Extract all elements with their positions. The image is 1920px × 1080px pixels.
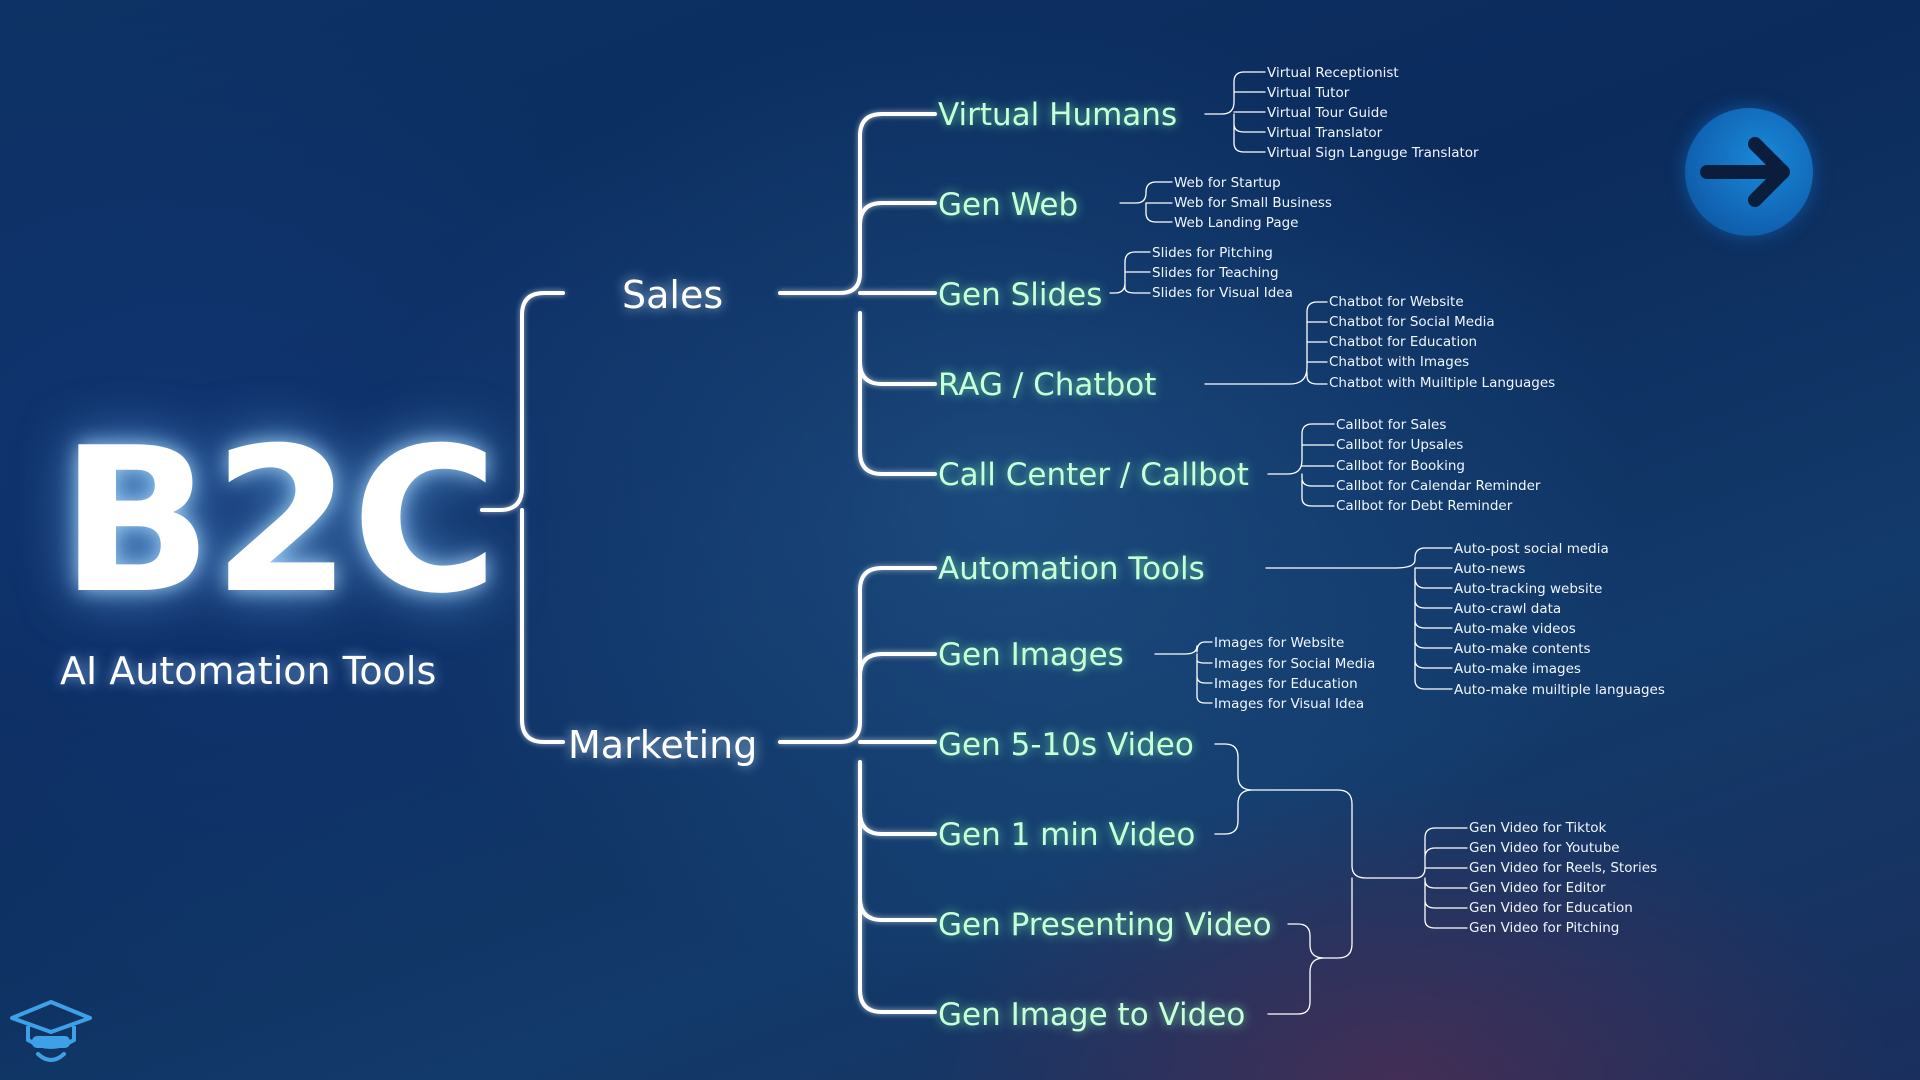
leaf-item: Virtual Sign Languge Translator xyxy=(1267,145,1479,161)
leaf-item: Virtual Receptionist xyxy=(1267,65,1399,81)
branch-virtual-humans[interactable]: Virtual Humans xyxy=(938,97,1177,133)
gen-slides-leaf-connector xyxy=(1109,251,1151,294)
leaf-item: Virtual Tutor xyxy=(1267,85,1350,101)
leaf-item: Web for Startup xyxy=(1174,175,1281,191)
leaf-item: Chatbot for Social Media xyxy=(1329,314,1495,330)
branch-gen-image-to-video[interactable]: Gen Image to Video xyxy=(938,997,1245,1033)
leaf-item: Callbot for Upsales xyxy=(1336,437,1463,453)
leaf-item: Auto-make muiltiple languages xyxy=(1454,682,1665,698)
gen-images-leaf-connector xyxy=(1154,641,1213,704)
video-leaf-connector xyxy=(1404,827,1468,929)
branch-call-center[interactable]: Call Center / Callbot xyxy=(938,457,1249,493)
leaf-item: Auto-crawl data xyxy=(1454,601,1561,617)
leaf-item: Gen Video for Pitching xyxy=(1469,920,1619,936)
root-connector xyxy=(480,291,565,744)
leaf-item: Auto-news xyxy=(1454,561,1525,577)
arrow-right-icon xyxy=(1700,137,1790,207)
branch-gen-images[interactable]: Gen Images xyxy=(938,637,1124,673)
leaf-item: Auto-tracking website xyxy=(1454,581,1602,597)
marketing-connector xyxy=(778,566,937,1014)
branch-gen-slides[interactable]: Gen Slides xyxy=(938,277,1102,313)
leaf-item: Gen Video for Education xyxy=(1469,900,1633,916)
root-title: B2C xyxy=(60,405,498,638)
gen-web-leaf-connector xyxy=(1119,181,1173,223)
leaf-item: Auto-make images xyxy=(1454,661,1581,677)
leaf-item: Web for Small Business xyxy=(1174,195,1332,211)
leaf-item: Auto-post social media xyxy=(1454,541,1609,557)
leaf-item: Callbot for Calendar Reminder xyxy=(1336,478,1541,494)
root-subtitle: AI Automation Tools xyxy=(60,649,436,693)
leaf-item: Gen Video for Youtube xyxy=(1469,840,1620,856)
leaf-item: Virtual Translator xyxy=(1267,125,1383,141)
category-marketing[interactable]: Marketing xyxy=(568,723,757,767)
leaf-item: Gen Video for Editor xyxy=(1469,880,1606,896)
leaf-item: Images for Education xyxy=(1214,676,1358,692)
branch-gen-presenting-video[interactable]: Gen Presenting Video xyxy=(938,907,1272,943)
graduation-cap-mascot-icon xyxy=(10,1000,92,1062)
leaf-item: Images for Social Media xyxy=(1214,656,1375,672)
leaf-item: Slides for Teaching xyxy=(1152,265,1279,281)
branch-gen-5-10s-video[interactable]: Gen 5-10s Video xyxy=(938,727,1194,763)
leaf-item: Gen Video for Tiktok xyxy=(1469,820,1607,836)
leaf-item: Chatbot for Education xyxy=(1329,334,1477,350)
branch-rag-chatbot[interactable]: RAG / Chatbot xyxy=(938,367,1156,403)
leaf-item: Gen Video for Reels, Stories xyxy=(1469,860,1657,876)
branch-automation-tools[interactable]: Automation Tools xyxy=(938,551,1205,587)
leaf-item: Chatbot for Website xyxy=(1329,294,1464,310)
leaf-item: Chatbot with Muiltiple Languages xyxy=(1329,375,1555,391)
leaf-item: Callbot for Debt Reminder xyxy=(1336,498,1513,514)
branch-gen-web[interactable]: Gen Web xyxy=(938,187,1078,223)
callbot-leaf-connector xyxy=(1267,423,1335,507)
next-button[interactable] xyxy=(1685,108,1813,236)
video-merge-connector xyxy=(1214,743,1406,1015)
leaf-item: Web Landing Page xyxy=(1174,215,1299,231)
leaf-item: Images for Website xyxy=(1214,635,1344,651)
sales-connector xyxy=(778,112,937,476)
leaf-item: Chatbot with Images xyxy=(1329,354,1469,370)
leaf-item: Virtual Tour Guide xyxy=(1267,105,1388,121)
leaf-item: Callbot for Booking xyxy=(1336,458,1465,474)
leaf-item: Auto-make contents xyxy=(1454,641,1591,657)
branch-gen-1-min-video[interactable]: Gen 1 min Video xyxy=(938,817,1195,853)
leaf-item: Callbot for Sales xyxy=(1336,417,1446,433)
leaf-item: Images for Visual Idea xyxy=(1214,696,1364,712)
leaf-item: Slides for Visual Idea xyxy=(1152,285,1293,301)
leaf-item: Auto-make videos xyxy=(1454,621,1576,637)
category-sales[interactable]: Sales xyxy=(622,273,723,317)
rag-chatbot-leaf-connector xyxy=(1204,301,1328,385)
leaf-item: Slides for Pitching xyxy=(1152,245,1273,261)
automation-leaf-connector xyxy=(1265,547,1453,690)
virtual-humans-leaf-connector xyxy=(1204,71,1266,153)
